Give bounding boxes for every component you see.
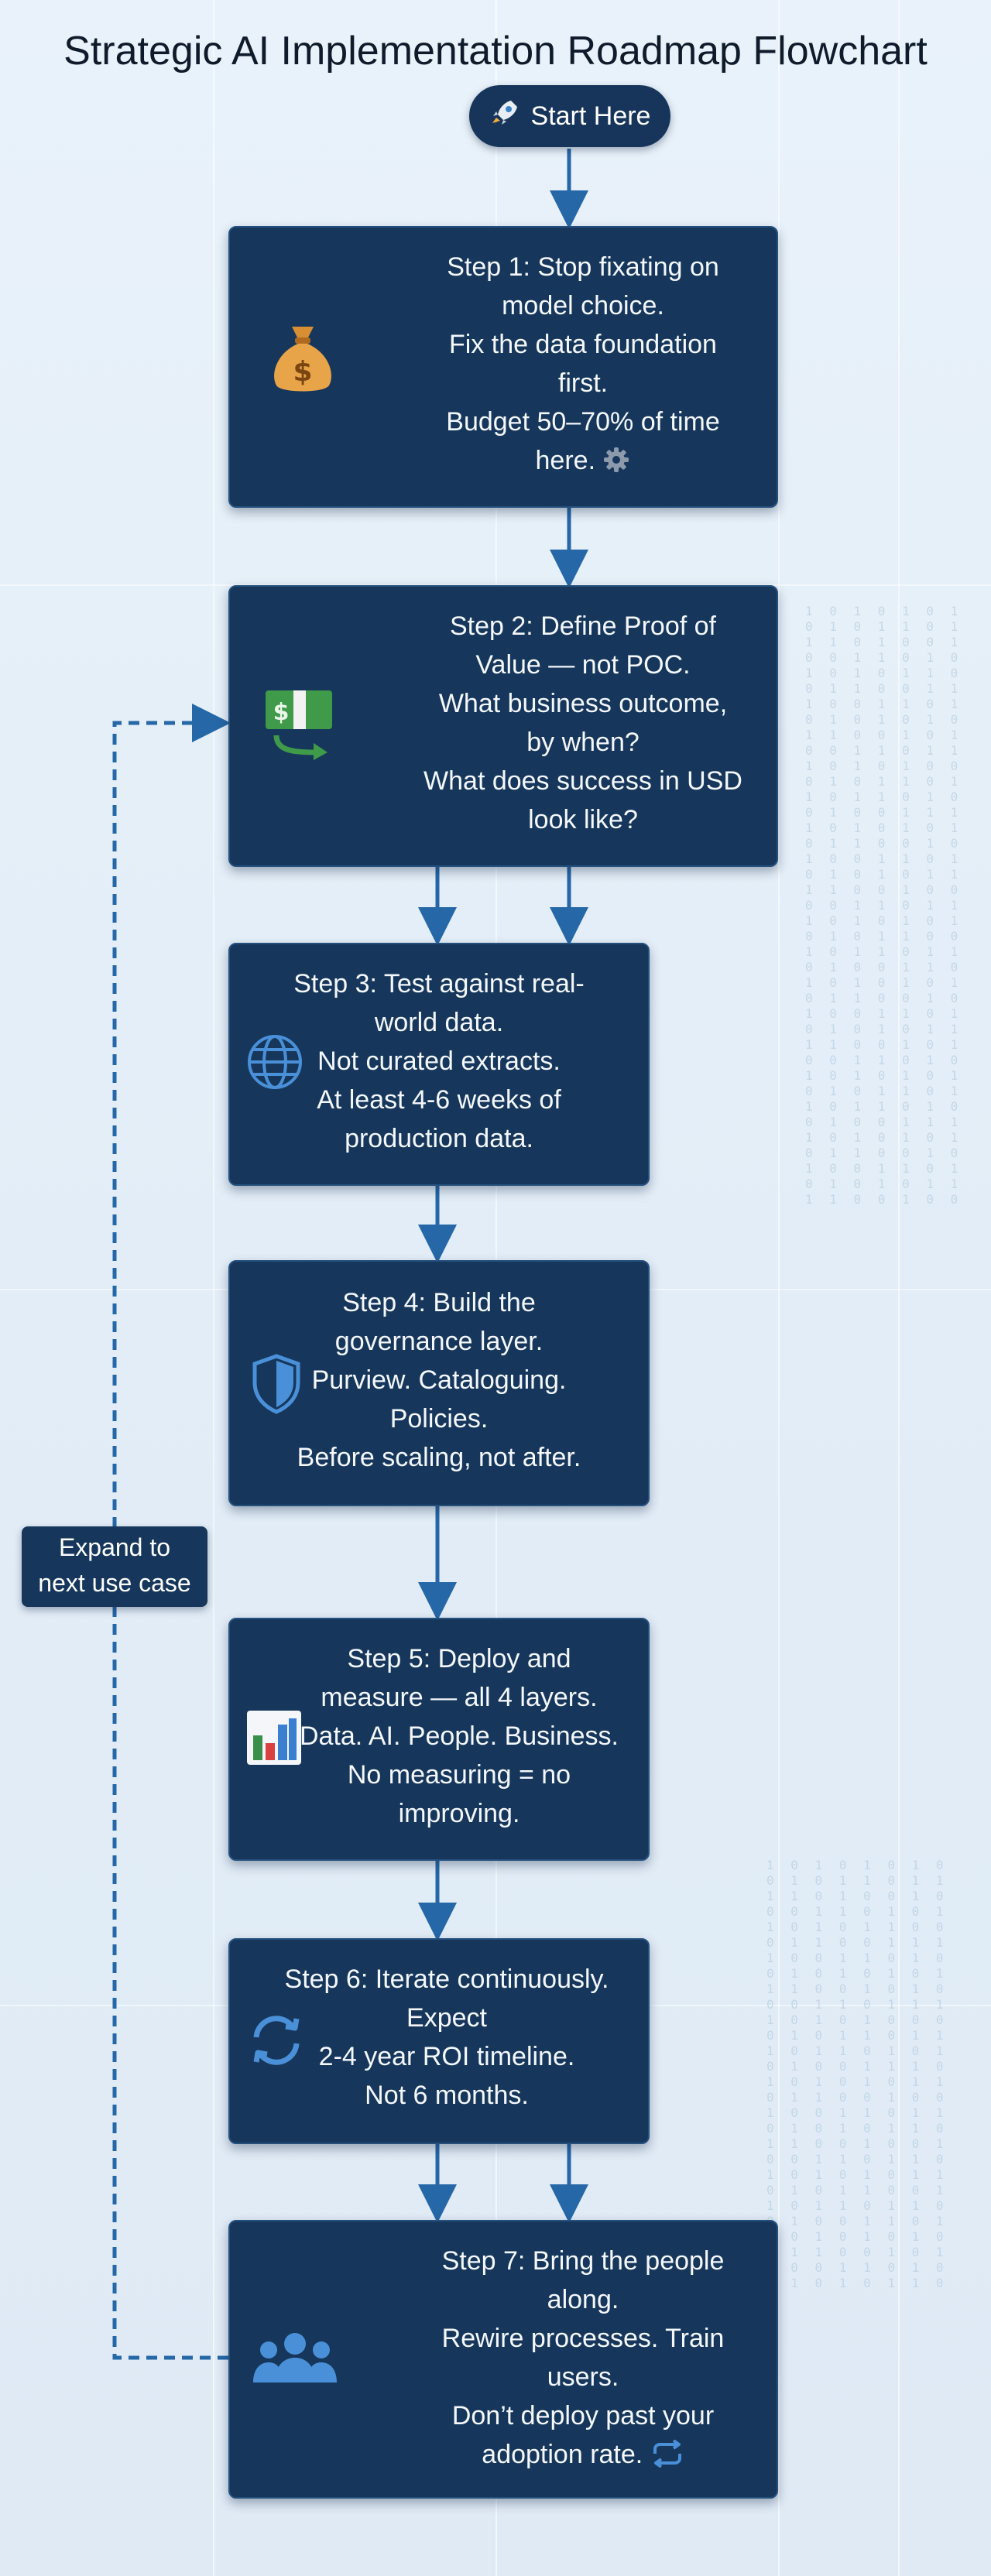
grid-line [213, 0, 214, 2576]
cycle-arrows-icon [650, 2439, 684, 2478]
step-1-line: model choice. [502, 291, 664, 320]
step-7-line: Step 7: Bring the people [441, 2246, 725, 2276]
step-6-line: 2-4 year ROI timeline. [318, 2042, 575, 2071]
bar-chart-icon [245, 1709, 303, 1777]
step-1-line: here. [535, 446, 596, 475]
step-1-line: Step 1: Stop fixating on [447, 252, 719, 282]
step-7-line: users. [547, 2362, 619, 2392]
grid-line [898, 0, 900, 2576]
step-5-line: Data. AI. People. Business. [299, 1721, 619, 1751]
step-4-box: Step 4: Build the governance layer. Purv… [228, 1260, 650, 1506]
step-5-line: measure — all 4 layers. [321, 1683, 598, 1712]
step-5-box: Step 5: Deploy and measure — all 4 layer… [228, 1618, 650, 1861]
svg-text:$: $ [273, 699, 290, 726]
step-3-line: world data. [374, 1008, 504, 1037]
step-1-line: Budget 50–70% of time [446, 407, 720, 437]
gear-icon [602, 446, 630, 485]
step-3-line: Not curated extracts. [317, 1046, 561, 1076]
shield-icon [250, 1353, 303, 1426]
loop-label-line: Expand to [58, 1533, 171, 1561]
step-6-box: Step 6: Iterate continuously. Expect 2-4… [228, 1938, 650, 2144]
step-5-line: No measuring = no [347, 1760, 571, 1790]
step-7-box: Step 7: Bring the people along. Rewire p… [228, 2220, 778, 2499]
step-2-box: $ Step 2: Define Proof of Value — not PO… [228, 585, 778, 867]
refresh-icon [245, 2009, 307, 2082]
step-2-line: Value — not POC. [475, 650, 691, 680]
rocket-icon [489, 98, 520, 135]
step-4-line: Policies. [389, 1404, 489, 1434]
step-1-line: first. [557, 368, 609, 398]
step-7-line: Rewire processes. Train [441, 2324, 725, 2353]
step-4-line: Before scaling, not after. [297, 1443, 581, 1472]
step-3-line: At least 4-6 weeks of [317, 1085, 561, 1115]
loop-label-line: next use case [38, 1569, 191, 1597]
step-1-line: Fix the data foundation [449, 330, 717, 359]
binary-pattern: 1 0 1 0 1 0 1 0 1 0 0 1 0 1 1 0 1 1 0 1 … [766, 1858, 945, 2290]
step-1-box: $ Step 1: Stop fixating on model choice.… [228, 226, 778, 508]
step-6-line: Step 6: Iterate continuously. [284, 1965, 609, 1994]
step-5-line: improving. [398, 1799, 520, 1828]
step-4-line: Purview. Cataloguing. [311, 1365, 567, 1395]
people-icon [253, 2330, 337, 2396]
step-3-line: production data. [345, 1124, 533, 1153]
step-2-line: by when? [526, 728, 640, 757]
step-3-box: Step 3: Test against real- world data. N… [228, 943, 650, 1186]
step-5-line: Step 5: Deploy and [347, 1644, 571, 1673]
binary-pattern: 1 0 1 0 1 0 1 0 1 0 1 1 0 1 1 1 0 1 0 0 … [805, 604, 963, 1207]
step-6-line: Not 6 months. [365, 2081, 529, 2110]
svg-text:$: $ [293, 356, 312, 388]
money-bag-icon: $ [266, 319, 340, 407]
cash-transfer-icon: $ [262, 686, 337, 771]
step-2-line: What business outcome, [438, 689, 728, 718]
page-title: Strategic AI Implementation Roadmap Flow… [63, 29, 928, 74]
loop-label: Expand to next use case [22, 1526, 207, 1607]
start-label: Start Here [530, 101, 651, 131]
globe-icon [245, 1033, 304, 1102]
step-3-line: Step 3: Test against real- [293, 969, 585, 999]
step-2-line: look like? [528, 805, 638, 834]
step-2-line: Step 2: Define Proof of [450, 611, 716, 641]
step-7-line: along. [547, 2285, 619, 2314]
grid-line [778, 0, 780, 2576]
step-4-line: Step 4: Build the [342, 1288, 536, 1317]
step-2-line: What does success in USD [423, 766, 742, 796]
step-7-line: Don’t deploy past your [451, 2401, 715, 2430]
start-node: Start Here [469, 85, 670, 147]
step-4-line: governance layer. [334, 1327, 544, 1356]
step-7-line: adoption rate. [482, 2440, 643, 2469]
step-6-line: Expect [406, 2003, 487, 2033]
